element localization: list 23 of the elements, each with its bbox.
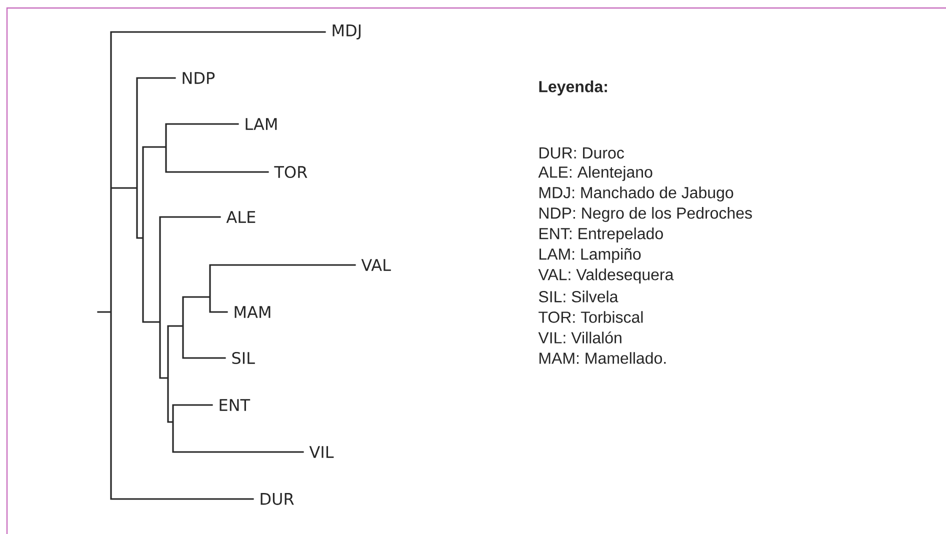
legend-entry: TOR: Torbiscal — [538, 311, 643, 323]
legend-entry: VIL: Villalón — [538, 332, 622, 344]
leaf-label: VAL — [361, 259, 391, 271]
legend-heading: Leyenda: — [539, 80, 607, 96]
leaf-label: NDP — [182, 72, 215, 84]
legend-entry: SIL: Silvela — [538, 290, 618, 302]
legend-entry: ALE: Alentejano — [538, 166, 652, 181]
leaf-label: ALE — [226, 211, 256, 223]
legend-entry: ENT: Entrepelado — [540, 228, 663, 242]
leaf-label: MDJ — [332, 24, 360, 40]
leaf-label: MAM — [234, 306, 270, 318]
legend-entry: VAL: Valdesequera — [538, 268, 674, 284]
legend-entry: LAM: Lampiño — [540, 248, 641, 263]
leaf-label: ENT — [220, 399, 250, 411]
leaf-label: LAM — [246, 118, 277, 130]
legend-entry: NDP: Negro de los Pedroches — [540, 207, 752, 222]
leaf-label: SIL — [232, 352, 255, 364]
leaf-label: DUR — [260, 493, 294, 505]
legend-entry: MAM: Mamellado. — [540, 352, 666, 364]
legend-entry: MDJ: Manchado de Jabugo — [540, 186, 734, 202]
leaf-label: VIL — [309, 446, 334, 458]
legend-entry: DUR: Duroc — [540, 147, 624, 159]
leaf-label: TOR — [274, 166, 308, 178]
